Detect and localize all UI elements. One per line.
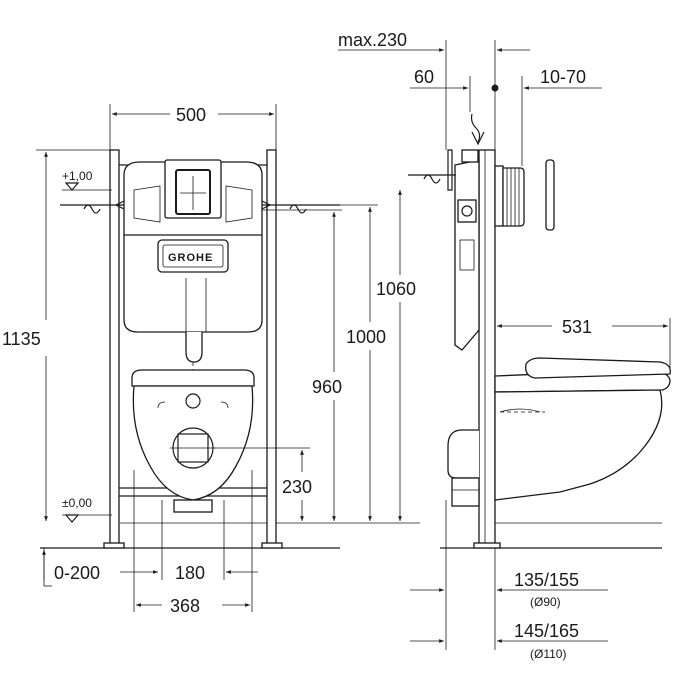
dim-1000-label: 1000 (346, 327, 386, 347)
dim-1060-label: 1060 (376, 279, 416, 299)
grohe-logo: GROHE (168, 252, 213, 264)
dim-height-230: 230 (213, 447, 312, 521)
dim-368: 368 (133, 470, 253, 616)
dim-d90-label: (Ø90) (530, 595, 561, 609)
wc-bowl-side (494, 357, 671, 501)
dim-145-165: 145/165 (Ø110) (410, 621, 608, 661)
flush-plate (164, 159, 222, 219)
dim-width-500: 500 (109, 104, 277, 150)
dim-960-label: 960 (312, 377, 342, 397)
level-mark-plus: +1,00 (62, 169, 112, 191)
cistern-front: GROHE (123, 161, 263, 333)
dim-531: 531 (497, 317, 671, 370)
dim-531-label: 531 (562, 317, 592, 337)
dim-145-165-label: 145/165 (514, 621, 579, 641)
dim-230-label: 230 (282, 477, 312, 497)
flush-pipe (185, 332, 203, 363)
dim-0-200-label: 0-200 (54, 563, 100, 583)
dim-180: 180 (161, 500, 258, 583)
dim-max230: max.230 (338, 30, 530, 150)
wc-bowl-front (131, 369, 255, 513)
dim-height-1135: 1135 (2, 149, 110, 521)
dim-368-label: 368 (170, 596, 200, 616)
level-mark-zero: ±0,00 (62, 496, 112, 523)
dim-width-label: 500 (176, 105, 206, 125)
level-plus-label: +1,00 (62, 169, 93, 183)
dim-1135-label: 1135 (2, 329, 41, 349)
drain-pipe-side (447, 429, 480, 507)
dim-height-1060: 1060 (376, 189, 416, 521)
dim-height-960: 960 (262, 209, 342, 521)
water-supply-left (60, 200, 125, 214)
dim-60-label: 60 (414, 67, 434, 87)
level-zero-label: ±0,00 (62, 496, 92, 510)
frame-side (454, 113, 555, 549)
dim-10-70: 10-70 (521, 67, 602, 166)
water-supply-side (408, 149, 456, 191)
dim-10-70-label: 10-70 (540, 67, 586, 87)
dim-135-155: 135/155 (Ø90) (410, 500, 608, 650)
water-supply-right (261, 200, 340, 214)
dim-0-200: 0-200 (42, 548, 159, 587)
dim-height-1000: 1000 (340, 204, 386, 521)
dim-180-label: 180 (175, 563, 205, 583)
reference-dot (491, 84, 499, 92)
dim-max230-label: max.230 (338, 30, 407, 50)
dim-60: 60 (410, 67, 497, 112)
dim-d110-label: (Ø110) (530, 647, 566, 661)
dim-135-155-label: 135/155 (514, 570, 579, 590)
